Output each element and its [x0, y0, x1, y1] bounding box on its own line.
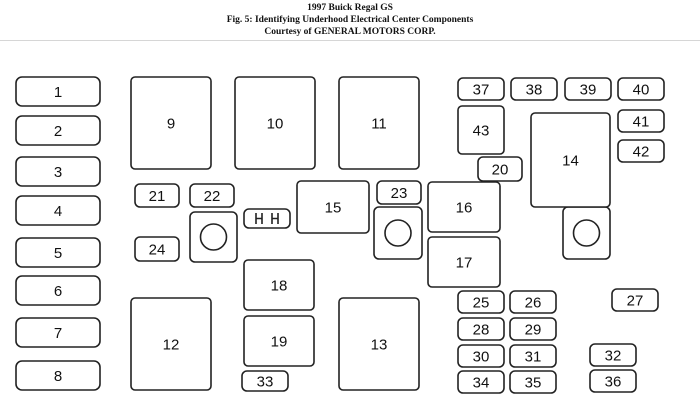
- component-label: 42: [633, 144, 650, 161]
- component-36: 36: [589, 369, 637, 393]
- component-label: 12: [163, 337, 180, 354]
- component-label: 29: [525, 322, 542, 339]
- component-label: 20: [492, 162, 509, 179]
- component-label: 27: [627, 293, 644, 310]
- component-43: 43: [457, 105, 505, 155]
- component-16: 16: [427, 181, 501, 233]
- component-26: 26: [509, 290, 557, 314]
- component-27: 27: [611, 288, 659, 312]
- component-42: 42: [617, 139, 665, 163]
- component-10: 10: [234, 76, 316, 170]
- component-25: 25: [457, 290, 505, 314]
- component-37: 37: [457, 77, 505, 101]
- figure-header: 1997 Buick Regal GS Fig. 5: Identifying …: [0, 0, 700, 41]
- component-33: 33: [241, 370, 289, 392]
- component-label: 41: [633, 114, 650, 131]
- component-label: 37: [473, 82, 490, 99]
- component-30: 30: [457, 344, 505, 368]
- component-9: 9: [130, 76, 212, 170]
- component-32: 32: [589, 343, 637, 367]
- component-label: 34: [473, 375, 490, 392]
- component-21: 21: [134, 183, 180, 208]
- component-label: 23: [391, 185, 408, 202]
- component-39: 39: [564, 77, 612, 101]
- component-40: 40: [617, 77, 665, 101]
- component-38: 38: [510, 77, 558, 101]
- component-31: 31: [509, 344, 557, 368]
- component-label: 14: [562, 153, 579, 170]
- component-19: 19: [243, 315, 315, 367]
- component-label: 3: [54, 164, 62, 181]
- component-label: 22: [204, 188, 221, 205]
- component-label: 35: [525, 375, 542, 392]
- component-label: 38: [526, 82, 543, 99]
- component-label: 5: [54, 245, 62, 262]
- component-6: 6: [15, 275, 101, 306]
- connector-symbol: [243, 208, 291, 229]
- component-3: 3: [15, 156, 101, 187]
- component-label: 17: [456, 255, 473, 272]
- component-label: 19: [271, 334, 288, 351]
- component-label: 43: [473, 123, 490, 140]
- component-label: 15: [325, 200, 342, 217]
- component-label: 16: [456, 200, 473, 217]
- component-label: 8: [54, 368, 62, 385]
- component-label: 18: [271, 278, 288, 295]
- component-label: 7: [54, 325, 62, 342]
- courtesy-credit: Courtesy of GENERAL MOTORS CORP.: [264, 27, 436, 37]
- component-14: 14: [530, 112, 611, 208]
- component-23: 23: [376, 180, 422, 205]
- component-20: 20: [477, 156, 523, 182]
- component-17: 17: [427, 236, 501, 288]
- component-label: 39: [580, 82, 597, 99]
- component-29: 29: [509, 317, 557, 341]
- component-label: 24: [149, 242, 166, 259]
- component-12: 12: [130, 297, 212, 391]
- component-41: 41: [617, 109, 665, 133]
- figure-caption: Fig. 5: Identifying Underhood Electrical…: [226, 15, 474, 25]
- component-label: 1: [54, 84, 62, 101]
- component-label: 6: [54, 283, 62, 300]
- component-label: 28: [473, 322, 490, 339]
- component-label: 31: [525, 349, 542, 366]
- mounting-stud: [562, 206, 611, 260]
- component-7: 7: [15, 317, 101, 348]
- component-label: 36: [605, 374, 622, 391]
- component-label: 10: [267, 116, 284, 133]
- component-5: 5: [15, 237, 101, 268]
- mounting-stud: [189, 211, 238, 263]
- component-24: 24: [134, 236, 180, 262]
- component-label: 2: [54, 123, 62, 140]
- component-28: 28: [457, 317, 505, 341]
- component-label: 4: [54, 203, 62, 220]
- vehicle-title: 1997 Buick Regal GS: [307, 3, 393, 13]
- component-11: 11: [338, 76, 420, 170]
- component-label: 40: [633, 82, 650, 99]
- component-label: 26: [525, 295, 542, 312]
- component-label: 13: [371, 337, 388, 354]
- component-label: 25: [473, 295, 490, 312]
- component-13: 13: [338, 297, 420, 391]
- component-4: 4: [15, 195, 101, 226]
- component-15: 15: [296, 180, 370, 234]
- component-22: 22: [189, 183, 235, 208]
- component-label: 11: [371, 116, 387, 133]
- mounting-stud: [373, 206, 423, 260]
- component-2: 2: [15, 115, 101, 146]
- component-1: 1: [15, 76, 101, 107]
- component-label: 32: [605, 348, 622, 365]
- component-label: 21: [149, 188, 166, 205]
- component-34: 34: [457, 370, 505, 394]
- component-label: 33: [257, 374, 274, 391]
- component-35: 35: [509, 370, 557, 394]
- component-8: 8: [15, 360, 101, 391]
- component-18: 18: [243, 259, 315, 311]
- component-label: 30: [473, 349, 490, 366]
- component-label: 9: [167, 116, 175, 133]
